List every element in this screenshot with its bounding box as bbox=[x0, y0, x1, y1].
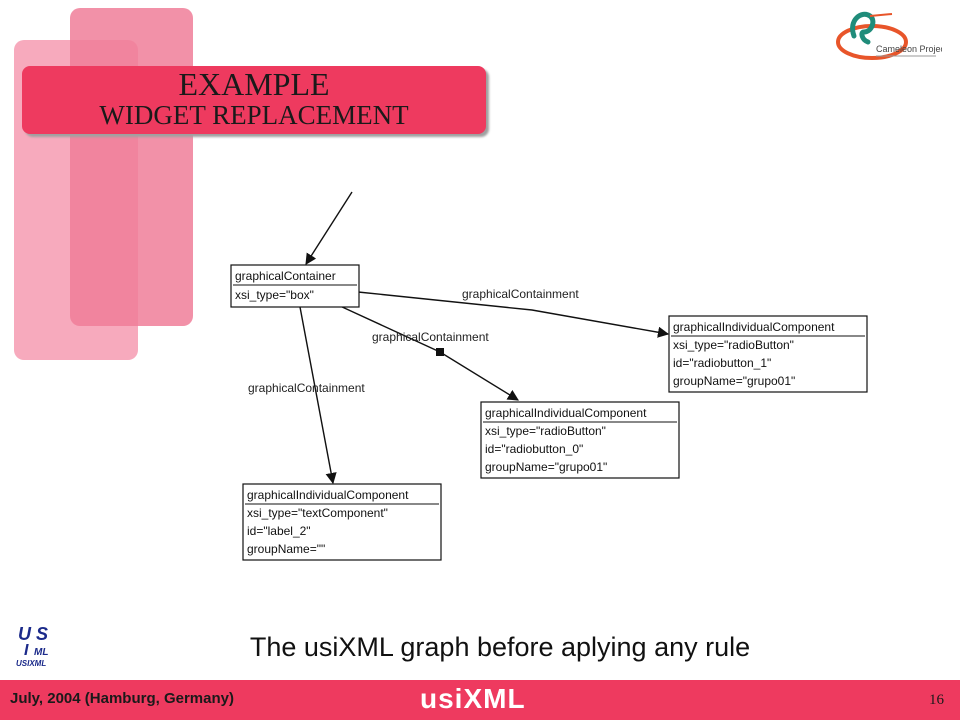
footer-brand: usiXML bbox=[420, 683, 526, 714]
node-radiobutton-0: graphicalIndividualComponent xsi_type="r… bbox=[480, 401, 680, 479]
svg-text:S: S bbox=[36, 624, 48, 644]
node-radio1-line-0: graphicalIndividualComponent bbox=[673, 320, 835, 334]
usixml-logo: U S I ML USIXML bbox=[16, 624, 48, 668]
edge-container-label2 bbox=[299, 306, 337, 485]
node-container-line-1: xsi_type="box" bbox=[235, 288, 314, 302]
usixml-logo-text: USIXML bbox=[16, 659, 46, 668]
title-banner: EXAMPLE WIDGET REPLACEMENT bbox=[22, 66, 486, 134]
edge-container-radio0 bbox=[339, 305, 519, 401]
footer-date: July, 2004 (Hamburg, Germany) bbox=[10, 690, 234, 707]
edge-incoming bbox=[305, 191, 353, 265]
node-label2-line-1: xsi_type="textComponent" bbox=[247, 506, 388, 520]
edge-container-radio1 bbox=[357, 291, 670, 338]
node-label2-line-0: graphicalIndividualComponent bbox=[247, 488, 409, 502]
node-radio1-line-3: groupName="grupo01" bbox=[673, 374, 795, 388]
node-label2-line-2: id="label_2" bbox=[247, 524, 311, 538]
footer-bar: July, 2004 (Hamburg, Germany) usiXML 16 bbox=[0, 680, 960, 720]
cameleon-logo: Cameleon Project bbox=[836, 11, 942, 60]
decor-bar-right bbox=[70, 8, 193, 326]
node-radio0-line-1: xsi_type="radioButton" bbox=[485, 424, 606, 438]
edge-bendpoint-marker bbox=[436, 348, 444, 356]
svg-text:U: U bbox=[18, 624, 32, 644]
page-number: 16 bbox=[929, 692, 944, 708]
node-radio0-line-2: id="radiobutton_0" bbox=[485, 442, 583, 456]
edge-label-label2: graphicalContainment bbox=[248, 381, 365, 395]
edge-label-radio1: graphicalContainment bbox=[462, 287, 579, 301]
node-radiobutton-1: graphicalIndividualComponent xsi_type="r… bbox=[668, 315, 868, 393]
svg-text:I: I bbox=[24, 642, 29, 659]
node-radio1-line-2: id="radiobutton_1" bbox=[673, 356, 771, 370]
node-radio0-line-3: groupName="grupo01" bbox=[485, 460, 607, 474]
cameleon-logo-text: Cameleon Project bbox=[876, 44, 942, 54]
title-line-2: WIDGET REPLACEMENT bbox=[99, 100, 409, 130]
edge-label-radio0: graphicalContainment bbox=[372, 330, 489, 344]
node-radio1-line-1: xsi_type="radioButton" bbox=[673, 338, 794, 352]
node-graphical-container: graphicalContainer xsi_type="box" bbox=[230, 264, 360, 308]
svg-text:ML: ML bbox=[34, 647, 48, 658]
slide-caption: The usiXML graph before aplying any rule bbox=[249, 632, 751, 662]
node-radio0-line-0: graphicalIndividualComponent bbox=[485, 406, 647, 420]
node-container-line-0: graphicalContainer bbox=[235, 269, 336, 283]
node-label-2: graphicalIndividualComponent xsi_type="t… bbox=[242, 483, 442, 561]
title-line-1: EXAMPLE bbox=[178, 66, 330, 102]
node-label2-line-3: groupName="" bbox=[247, 542, 325, 556]
